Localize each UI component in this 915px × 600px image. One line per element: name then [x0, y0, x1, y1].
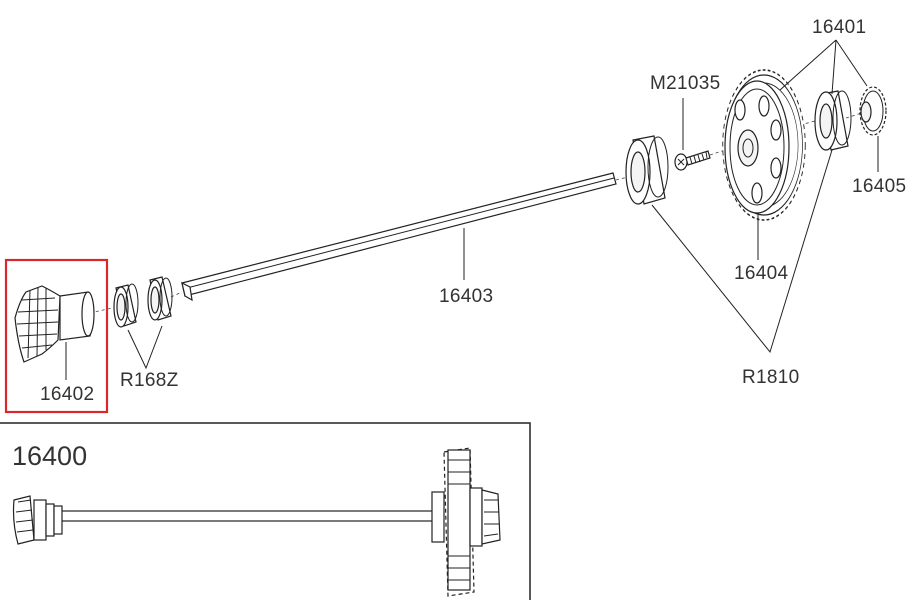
- label-r1810: R1810: [742, 367, 800, 388]
- inset-title: 16400: [12, 441, 88, 471]
- drive-shaft-16403[interactable]: [181, 172, 617, 302]
- screw-m21035[interactable]: [674, 150, 711, 171]
- pinion-16405[interactable]: [859, 86, 887, 136]
- leader-16401: [779, 39, 868, 95]
- assembly-16400[interactable]: [12, 447, 501, 597]
- spur-gear-16404[interactable]: [722, 69, 806, 221]
- label-16404: 16404: [734, 263, 789, 284]
- alignment-axis: [170, 291, 183, 298]
- leader-r1810: [651, 149, 833, 354]
- label-m21035: M21035: [650, 73, 721, 94]
- label-16403: 16403: [439, 286, 494, 307]
- bearing-r1810-right[interactable]: [814, 90, 852, 151]
- bevel-gear-16402[interactable]: [14, 285, 95, 363]
- alignment-axis: [615, 176, 629, 181]
- bearing-r168z-2[interactable]: [147, 276, 173, 321]
- selection-highlight: [4, 258, 109, 414]
- label-16401: 16401: [812, 17, 867, 38]
- label-r168z: R168Z: [120, 370, 179, 391]
- label-16402: 16402: [40, 384, 95, 405]
- inset-frame: [0, 422, 531, 600]
- alignment-axis: [845, 112, 863, 119]
- label-16405: 16405: [852, 176, 907, 197]
- alignment-axis: [89, 307, 113, 314]
- leader-r168z: [127, 325, 163, 370]
- bearing-r1810-left[interactable]: [625, 135, 669, 205]
- bearing-r168z-1[interactable]: [113, 283, 139, 328]
